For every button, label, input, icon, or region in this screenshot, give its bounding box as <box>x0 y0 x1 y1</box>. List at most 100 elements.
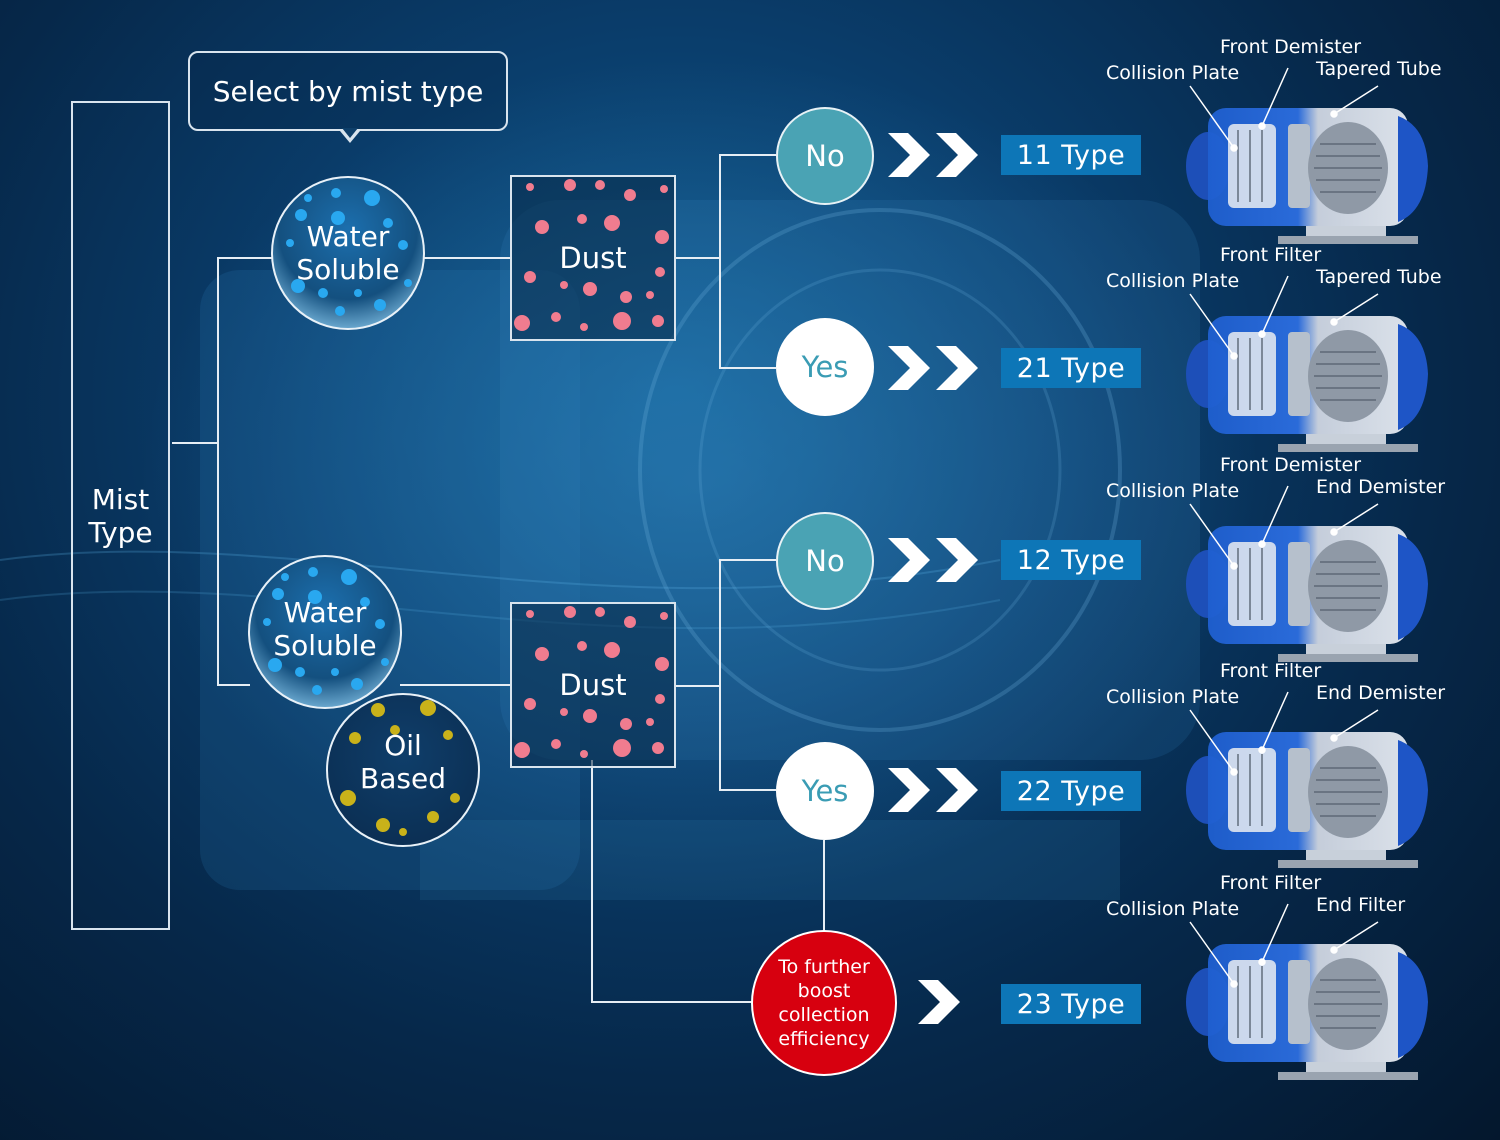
dust-particle <box>595 607 605 617</box>
dust-particle <box>583 709 597 723</box>
dust-particle <box>604 215 620 231</box>
water-droplet <box>341 569 357 585</box>
oil-droplet <box>371 703 385 717</box>
dust-particle <box>624 616 636 628</box>
dust-particle <box>620 291 632 303</box>
no-circle-lower: No <box>776 512 874 610</box>
label-top: Front Filter <box>1220 244 1322 266</box>
water-droplet <box>331 668 339 676</box>
dust-particle <box>580 323 588 331</box>
type-box-21: 21 Type <box>1001 348 1141 388</box>
dust-particle <box>655 230 669 244</box>
water-droplets-lower <box>263 567 389 695</box>
water-droplet <box>308 567 318 577</box>
dust-particle <box>580 750 588 758</box>
type-box-12: 12 Type <box>1001 540 1141 580</box>
water-droplet <box>383 218 393 228</box>
dust-particle <box>524 271 536 283</box>
dust-particle <box>604 642 620 658</box>
boost-line3: collection <box>778 1004 870 1026</box>
boost-efficiency-circle: To further boost collection efficiency <box>751 930 897 1076</box>
mist-collector-2: Collision Plate Front Demister End Demis… <box>1098 454 1490 664</box>
dust-particle <box>655 657 669 671</box>
dust-particle <box>514 742 530 758</box>
label-right: End Filter <box>1316 894 1406 916</box>
water-droplet <box>295 209 307 221</box>
dust-particle <box>583 282 597 296</box>
dust-particle <box>526 610 534 618</box>
water-droplet <box>374 299 386 311</box>
oil-droplet <box>420 700 436 716</box>
water-droplet <box>360 597 370 607</box>
select-by-mist-type-callout: Select by mist type <box>188 51 508 131</box>
dust-particle <box>551 739 561 749</box>
dust-particle <box>551 312 561 322</box>
dust-particle <box>577 214 587 224</box>
water-droplet <box>331 188 341 198</box>
water-droplet <box>295 667 305 677</box>
dust-particle <box>535 220 549 234</box>
dust-particle <box>564 179 576 191</box>
oil-droplet <box>376 818 390 832</box>
label-right: End Demister <box>1316 682 1446 704</box>
mist-collector-4: Collision Plate Front Filter End Filter <box>1098 872 1490 1082</box>
label-top: Front Filter <box>1220 872 1322 894</box>
mist-collector-1: Collision Plate Front Filter Tapered Tub… <box>1098 244 1490 454</box>
water-droplet <box>331 211 345 225</box>
dust-particle <box>646 718 654 726</box>
mist-collector-illustration <box>1186 67 1428 244</box>
type-box-22: 22 Type <box>1001 771 1141 811</box>
label-left: Collision Plate <box>1106 480 1240 502</box>
water-droplet <box>308 590 322 604</box>
oil-based-circle <box>326 693 480 847</box>
label-right: End Demister <box>1316 476 1446 498</box>
dust-particles-upper <box>514 179 669 331</box>
dust-particle <box>652 742 664 754</box>
water-droplet <box>291 279 305 293</box>
mist-collector-0: Collision Plate Front Demister Tapered T… <box>1098 36 1490 246</box>
label-top: Front Demister <box>1220 454 1362 476</box>
oil-droplet <box>340 790 356 806</box>
callout-text: Select by mist type <box>212 74 484 108</box>
water-soluble-circle-lower <box>248 555 402 709</box>
dust-particle <box>660 185 668 193</box>
dust-particle <box>514 315 530 331</box>
dust-box-lower: Dust <box>510 602 676 768</box>
dust-particle <box>620 718 632 730</box>
water-soluble-circle-upper <box>271 176 425 330</box>
water-droplet <box>268 658 282 672</box>
dust-particle <box>526 183 534 191</box>
dust-particle <box>535 647 549 661</box>
double-chevron-icon <box>888 538 978 582</box>
water-droplet <box>354 289 362 297</box>
water-droplet <box>381 658 389 666</box>
dust-particle <box>560 281 568 289</box>
dust-particle <box>646 291 654 299</box>
mist-collector-illustration <box>1186 485 1428 662</box>
oil-droplets <box>340 700 460 836</box>
water-droplets-upper <box>286 188 412 316</box>
oil-droplet <box>390 725 400 735</box>
boost-line2: boost <box>797 980 851 1002</box>
water-droplet <box>312 685 322 695</box>
type-box-23: 23 Type <box>1001 984 1141 1024</box>
mist-collector-3: Collision Plate Front Filter End Demiste… <box>1098 660 1490 870</box>
dust-particle <box>655 694 665 704</box>
dust-particle <box>595 180 605 190</box>
oil-droplet <box>399 828 407 836</box>
label-left: Collision Plate <box>1106 62 1240 84</box>
mist-type-line2: Type <box>88 515 153 549</box>
chevron-icon <box>918 980 960 1024</box>
mist-collector-illustration <box>1186 903 1428 1080</box>
dust-label-upper: Dust <box>559 241 627 275</box>
water-droplet <box>404 279 412 287</box>
dust-particle <box>560 708 568 716</box>
dust-particle <box>655 267 665 277</box>
mist-type-box: Mist Type <box>71 101 170 930</box>
water-droplet <box>318 288 328 298</box>
dust-particles-lower <box>514 606 669 758</box>
type-box-11: 11 Type <box>1001 135 1141 175</box>
double-chevron-icon <box>888 768 978 812</box>
water-droplet <box>364 190 380 206</box>
